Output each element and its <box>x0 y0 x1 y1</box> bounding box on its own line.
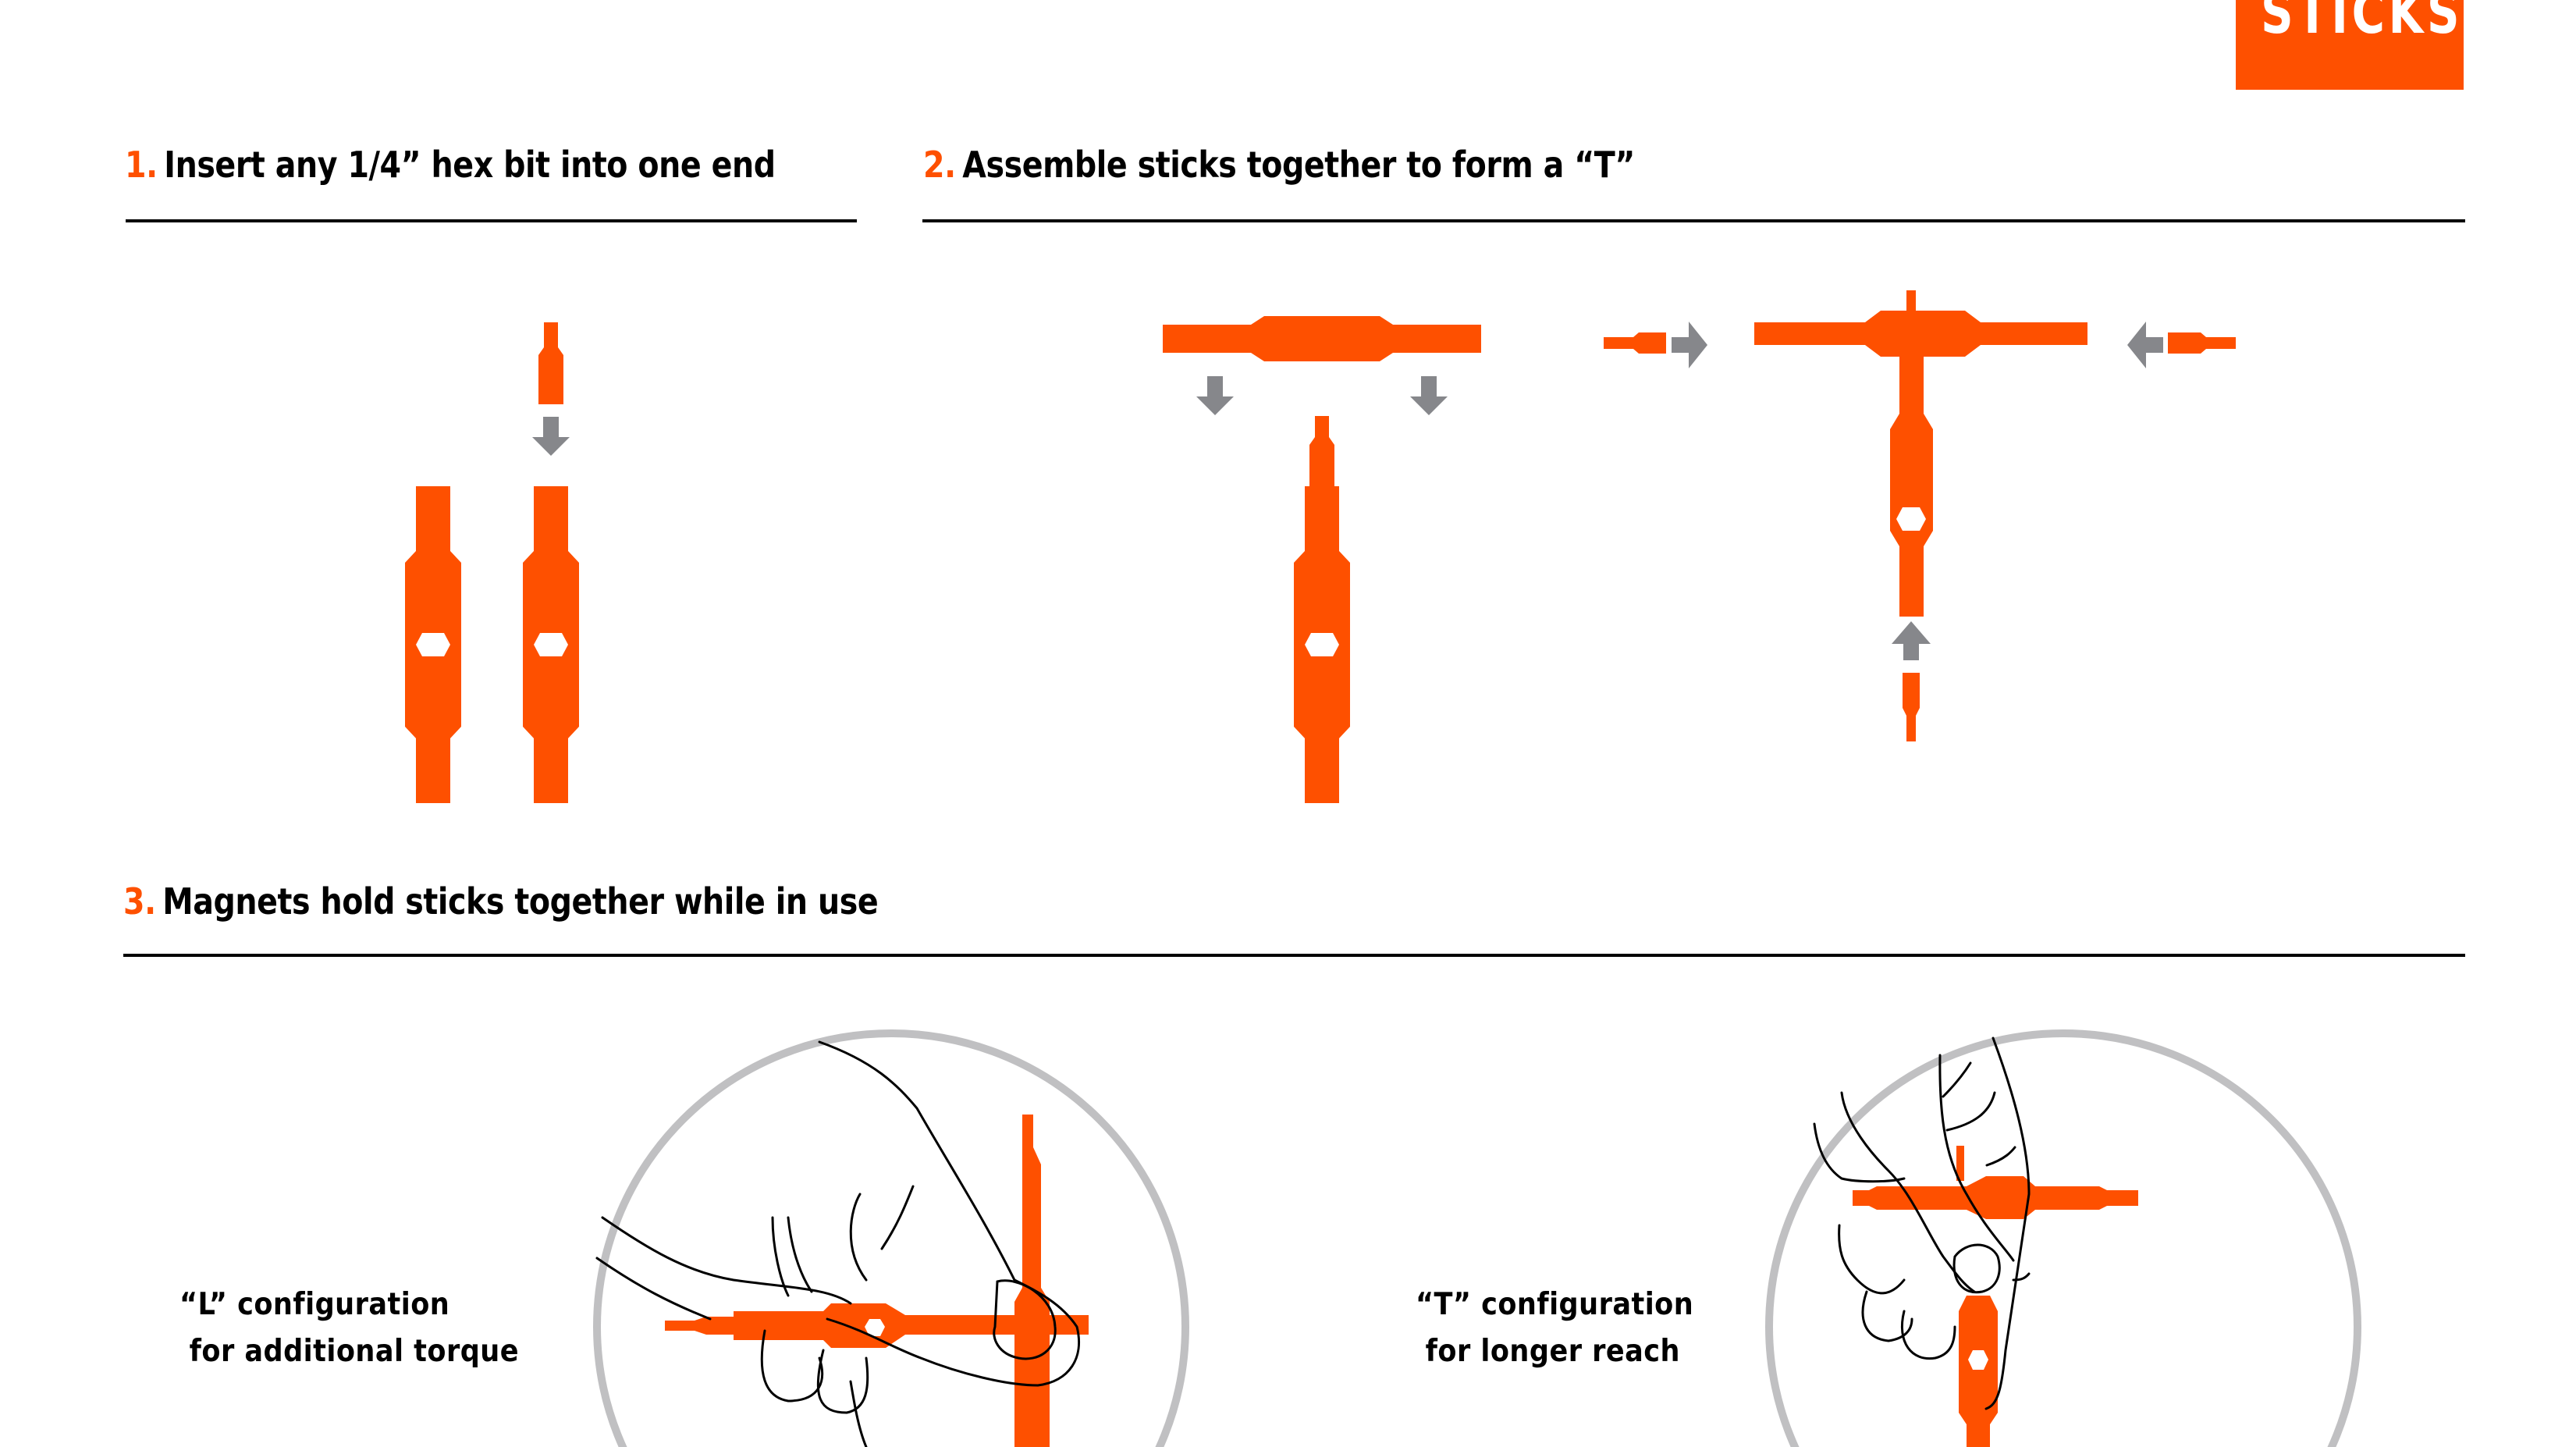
sticks-logo: STICKS <box>2236 0 2464 90</box>
l-configuration-illustration <box>593 1029 1189 1447</box>
stick-left <box>405 486 461 803</box>
stick-right <box>523 486 579 803</box>
arrow-down-icon <box>1196 376 1234 415</box>
step-2-heading: 2.Assemble sticks together to form a “T” <box>923 144 1635 186</box>
arrow-right-icon <box>1672 322 1707 368</box>
arrow-down-icon <box>1410 376 1448 415</box>
t-configuration-illustration <box>1765 1029 2361 1447</box>
hex-bit <box>538 322 563 404</box>
l-configuration-caption: “L” configuration for additional torque <box>179 1282 519 1375</box>
step-2-title: Assemble sticks together to form a “T” <box>962 144 1635 186</box>
arrow-down-icon <box>532 417 570 456</box>
step-3-heading: 3.Magnets hold sticks together while in … <box>123 880 879 923</box>
step-1-number: 1. <box>125 144 158 186</box>
l-caption-line-1: “L” configuration <box>179 1287 450 1322</box>
step-1-divider <box>126 219 857 222</box>
t-crossbar <box>1754 311 2087 357</box>
step-3-title: Magnets hold sticks together while in us… <box>162 880 879 923</box>
t-configuration-caption: “T” configuration for longer reach <box>1416 1282 1693 1375</box>
arrow-left-icon <box>2127 322 2163 368</box>
l-caption-line-2: for additional torque <box>179 1334 519 1369</box>
bit-tip <box>1309 416 1334 488</box>
step-2-exploded-illustration <box>1163 316 1481 803</box>
step-3-divider <box>123 954 2465 957</box>
t-caption-line-2: for longer reach <box>1416 1334 1680 1369</box>
vertical-stick-with-bit <box>1294 486 1350 803</box>
step-2-divider <box>922 219 2465 222</box>
step-1-title: Insert any 1/4” hex bit into one end <box>164 144 776 186</box>
step-1-heading: 1.Insert any 1/4” hex bit into one end <box>125 144 776 186</box>
step-2-assembled-illustration <box>1604 290 2236 741</box>
t-caption-line-1: “T” configuration <box>1416 1287 1694 1322</box>
t-shaft <box>1890 357 1933 617</box>
horizontal-stick <box>1163 316 1481 361</box>
step-1-illustration <box>405 322 579 803</box>
arrow-up-icon <box>1892 621 1931 660</box>
step-2-number: 2. <box>923 144 956 186</box>
step-3-number: 3. <box>123 880 156 923</box>
logo-text: STICKS <box>2261 0 2464 47</box>
